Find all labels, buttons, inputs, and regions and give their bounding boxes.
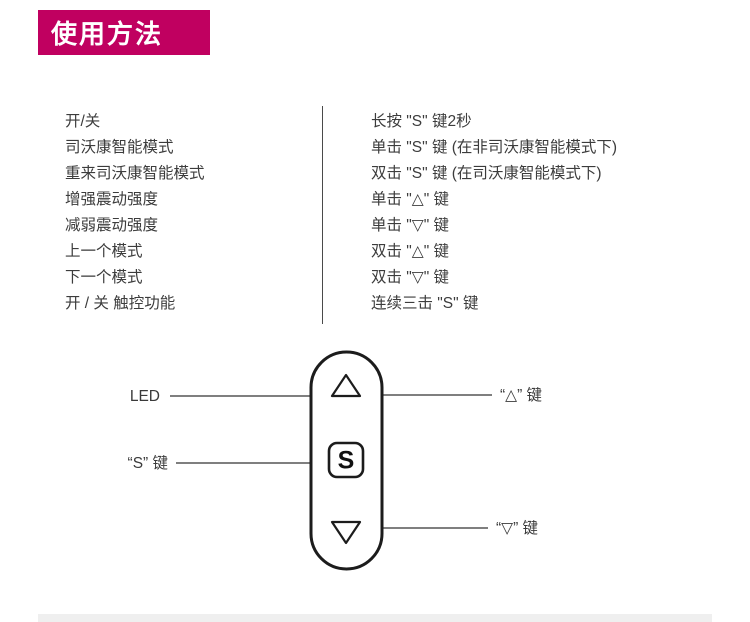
s-key-label: “S” 键 [128,454,168,472]
action-label: 双击 "△" 键 [371,243,450,260]
action-label: 双击 "▽" 键 [371,269,450,286]
up-key-label: “△” 键 [500,386,542,404]
column-divider [322,106,323,324]
led-label: LED [130,388,160,405]
function-label: 开/关 [65,113,101,130]
section-title: 使用方法 [51,19,164,49]
function-label: 重来司沃康智能模式 [65,165,205,182]
action-label: 单击 "S" 键 (在非司沃康智能模式下) [371,139,618,156]
remote-diagram: S LED “S” 键 “△” 键 “▽” 键 [128,350,542,571]
function-label: 开 / 关 触控功能 [65,295,176,312]
s-button [327,441,365,479]
action-label: 双击 "S" 键 (在司沃康智能模式下) [371,165,602,182]
function-label: 上一个模式 [65,243,143,260]
section-banner: 使用方法 [38,10,210,55]
up-triangle-icon [330,373,362,398]
function-column: 开/关 司沃康智能模式 重来司沃康智能模式 增强震动强度 减弱震动强度 上一个模… [65,109,322,317]
action-column: 长按 "S" 键2秒 单击 "S" 键 (在非司沃康智能模式下) 双击 "S" … [323,109,617,317]
function-label: 司沃康智能模式 [65,139,174,156]
action-label: 单击 "▽" 键 [371,217,450,234]
function-label: 下一个模式 [65,269,143,286]
action-label: 单击 "△" 键 [371,191,450,208]
s-button-glyph: S [338,447,355,475]
down-key-label: “▽” 键 [496,519,538,537]
function-label: 减弱震动强度 [65,217,159,234]
next-section-peek [38,614,712,622]
action-label: 连续三击 "S" 键 [371,295,479,312]
function-label: 增强震动强度 [65,191,159,208]
action-label: 长按 "S" 键2秒 [371,113,472,130]
instructions-table: 开/关 司沃康智能模式 重来司沃康智能模式 增强震动强度 减弱震动强度 上一个模… [65,106,617,324]
down-triangle-icon [330,520,362,545]
